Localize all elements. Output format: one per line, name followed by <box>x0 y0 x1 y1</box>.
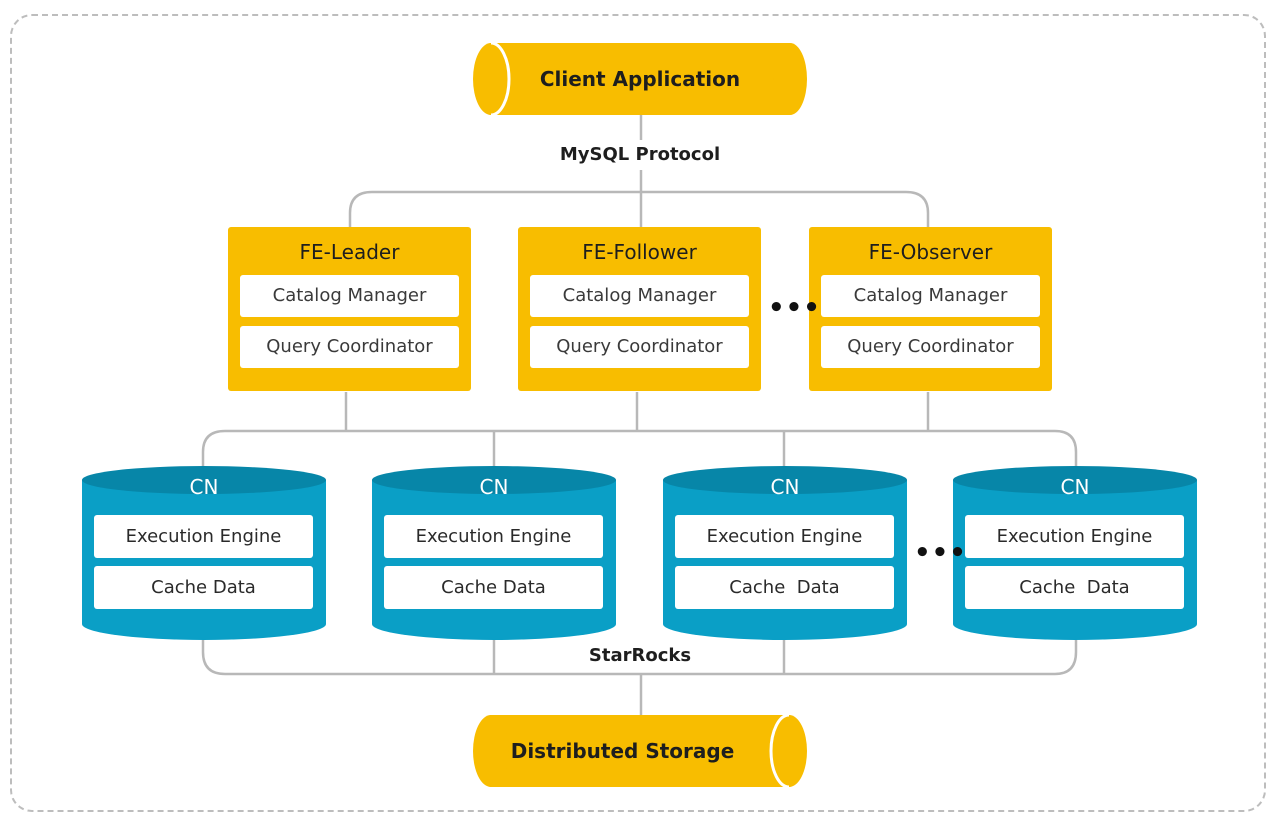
client-application-label: Client Application <box>539 67 741 91</box>
cn-title: CN <box>479 475 509 499</box>
execution-engine-box: Execution Engine <box>384 515 603 558</box>
catalog-manager-box: Catalog Manager <box>821 275 1040 317</box>
mysql-protocol-label: MySQL Protocol <box>540 142 740 168</box>
execution-engine-box: Execution Engine <box>94 515 313 558</box>
diagram-frame <box>10 14 1266 812</box>
client-cylinder-shape <box>473 42 807 116</box>
fe-ellipsis: ••• <box>768 293 821 323</box>
query-coordinator-box: Query Coordinator <box>240 326 459 368</box>
fe-leader-title: FE-Leader <box>299 240 400 264</box>
cn-node-3: CN Execution Engine Cache Data <box>663 466 907 642</box>
fe-observer-node: FE-Observer Catalog Manager Query Coordi… <box>809 227 1052 391</box>
cache-data-box: Cache Data <box>675 566 894 609</box>
cn-title: CN <box>1060 475 1090 499</box>
cn-top-bus <box>201 429 1078 470</box>
cn-node-4: CN Execution Engine Cache Data <box>953 466 1197 642</box>
cache-data-box: Cache Data <box>94 566 313 609</box>
catalog-manager-box: Catalog Manager <box>530 275 749 317</box>
fe-observer-title: FE-Observer <box>868 240 993 264</box>
cache-data-box: Cache Data <box>965 566 1184 609</box>
catalog-manager-box: Catalog Manager <box>240 275 459 317</box>
cn-node-2: CN Execution Engine Cache Data <box>372 466 616 642</box>
execution-engine-box: Execution Engine <box>965 515 1184 558</box>
starrocks-label: StarRocks <box>565 643 715 669</box>
storage-cylinder-shape <box>473 714 807 788</box>
query-coordinator-box: Query Coordinator <box>821 326 1040 368</box>
fe-follower-title: FE-Follower <box>582 240 697 264</box>
cn-title: CN <box>770 475 800 499</box>
fe-follower-node: FE-Follower Catalog Manager Query Coordi… <box>518 227 761 391</box>
cn-node-1: CN Execution Engine Cache Data <box>82 466 326 642</box>
execution-engine-box: Execution Engine <box>675 515 894 558</box>
cache-data-box: Cache Data <box>384 566 603 609</box>
cn-ellipsis: ••• <box>914 538 967 568</box>
fe-leader-node: FE-Leader Catalog Manager Query Coordina… <box>228 227 471 391</box>
distributed-storage-label: Distributed Storage <box>510 739 735 763</box>
cn-title: CN <box>189 475 219 499</box>
fe-bus <box>348 190 930 228</box>
query-coordinator-box: Query Coordinator <box>530 326 749 368</box>
